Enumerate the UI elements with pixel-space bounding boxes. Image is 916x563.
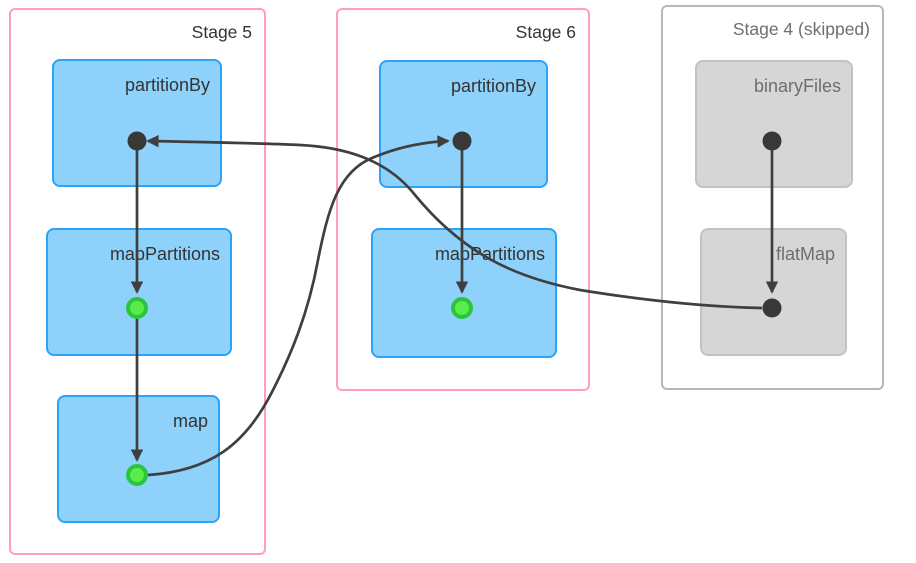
dag-node-label: map (172, 411, 208, 431)
dag-node-label: flatMap (775, 244, 835, 264)
dag-node-label: binaryFiles (753, 76, 841, 96)
dag-node-map-stage5: map (57, 395, 220, 523)
dag-node-flatmap-stage4: flatMap (700, 228, 847, 356)
dag-node-mappartitions-stage5: mapPartitions (46, 228, 232, 356)
dag-node-label: mapPartitions (109, 244, 220, 264)
dag-node-binaryfiles-stage4: binaryFiles (695, 60, 853, 188)
stage-title-stage-4-skipped: Stage 4 (skipped) (732, 19, 870, 39)
dag-node-label: mapPartitions (434, 244, 545, 264)
dag-node-mappartitions-stage6: mapPartitions (371, 228, 557, 358)
stage-title-stage-6: Stage 6 (515, 22, 576, 42)
stage-title-stage-5: Stage 5 (191, 22, 252, 42)
dag-node-partitionby-stage6: partitionBy (379, 60, 548, 188)
dag-node-label: partitionBy (450, 76, 536, 96)
dag-node-partitionby-stage5: partitionBy (52, 59, 222, 187)
dag-node-label: partitionBy (124, 75, 210, 95)
